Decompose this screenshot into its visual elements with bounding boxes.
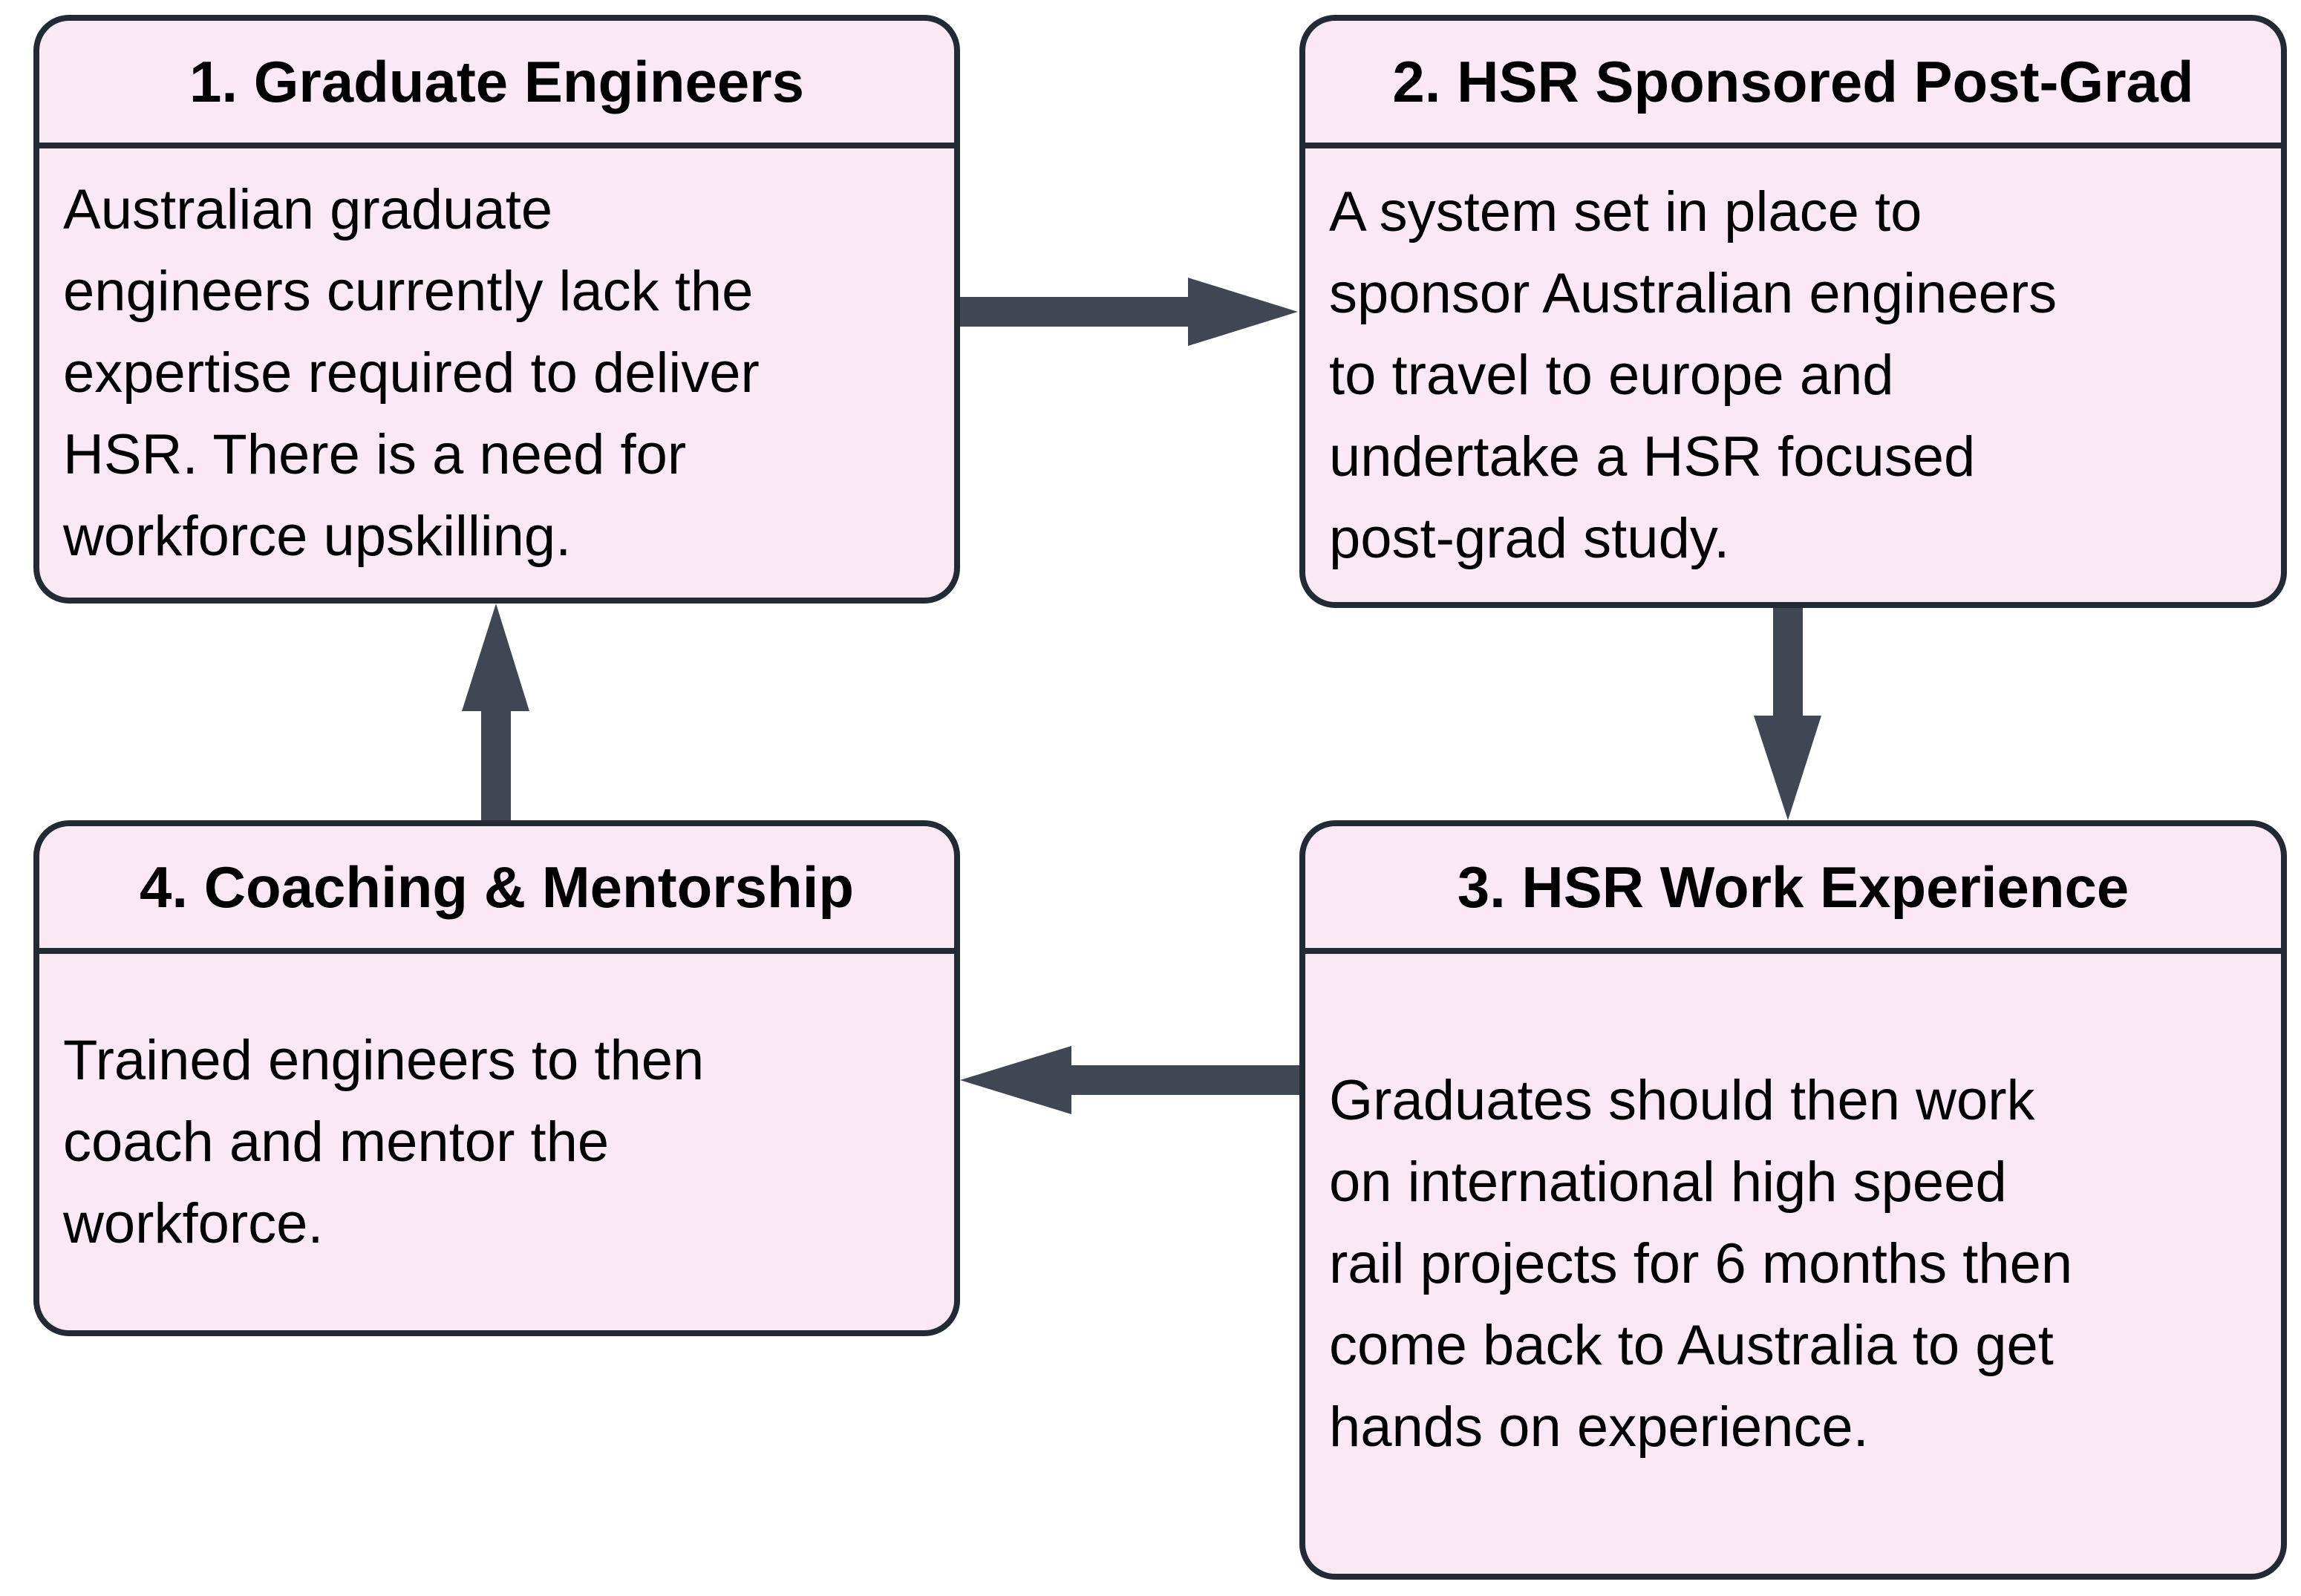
node-4-body-area: Trained engineers to then coach and ment… — [39, 954, 954, 1330]
node-1-title: 1. Graduate Engineers — [39, 21, 954, 148]
node-2-body-text: A system set in place to sponsor Austral… — [1329, 180, 2057, 570]
node-4-title: 4. Coaching & Mentorship — [39, 826, 954, 954]
node-hsr-work-experience: 3. HSR Work Experience Graduates should … — [1299, 820, 2287, 1580]
node-3-body-text: Graduates should then work on internatio… — [1329, 1068, 2073, 1459]
node-3-title: 3. HSR Work Experience — [1305, 826, 2281, 954]
node-2-body-area: A system set in place to sponsor Austral… — [1305, 148, 2281, 602]
arrow-1-to-2-right-icon — [960, 278, 1298, 346]
node-2-title: 2. HSR Sponsored Post-Grad — [1305, 21, 2281, 148]
node-graduate-engineers: 1. Graduate Engineers Australian graduat… — [33, 15, 960, 604]
arrow-2-to-3-down-icon — [1754, 608, 1821, 820]
node-coaching-mentorship: 4. Coaching & Mentorship Trained enginee… — [33, 820, 960, 1336]
node-1-body-area: Australian graduate engineers currently … — [39, 148, 954, 598]
arrow-3-to-4-left-icon — [960, 1046, 1299, 1114]
node-4-body-text: Trained engineers to then coach and ment… — [63, 1028, 705, 1255]
node-3-body-area: Graduates should then work on internatio… — [1305, 954, 2281, 1574]
arrow-4-to-1-up-icon — [462, 604, 529, 820]
node-hsr-sponsored-post-grad: 2. HSR Sponsored Post-Grad A system set … — [1299, 15, 2287, 608]
node-1-body-text: Australian graduate engineers currently … — [63, 177, 760, 568]
